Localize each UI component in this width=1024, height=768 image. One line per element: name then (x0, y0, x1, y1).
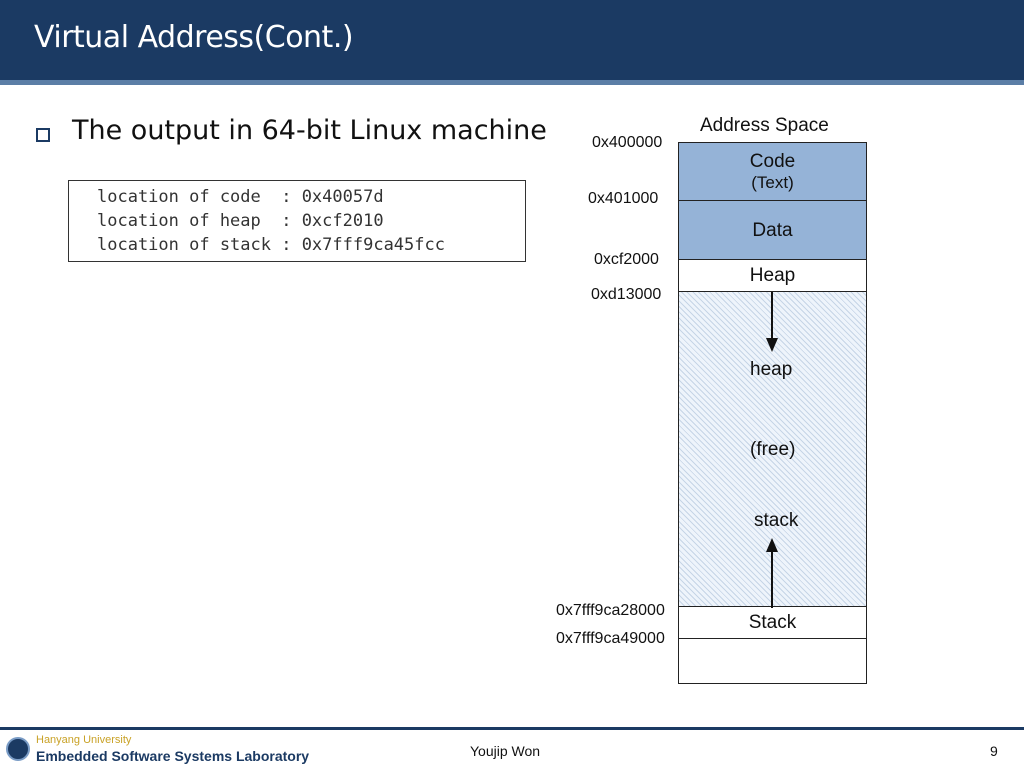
data-segment: Data (678, 200, 867, 261)
code-line: location of code : 0x40057d (97, 187, 384, 207)
stack-growth-label: stack (754, 510, 799, 531)
heap-down-arrow-icon (766, 292, 778, 352)
code-output-box: location of code : 0x40057d location of … (68, 180, 526, 262)
stack-up-arrow-icon (766, 538, 778, 608)
footer-divider (0, 727, 1024, 730)
address-space-title: Address Space (700, 115, 829, 136)
heap-segment: Heap (678, 259, 867, 293)
footer-university: Hanyang University (36, 734, 132, 746)
bullet-text: The output in 64-bit Linux machine (72, 115, 547, 146)
bottom-segment (678, 638, 867, 684)
page-number: 9 (990, 743, 998, 759)
university-logo-icon (6, 737, 30, 761)
title-divider (0, 80, 1024, 85)
stack-segment: Stack (678, 606, 867, 640)
bullet-square-icon (36, 128, 50, 142)
address-label: 0x401000 (588, 190, 659, 207)
code-segment-sublabel: (Text) (751, 173, 794, 192)
stack-segment-label: Stack (748, 612, 797, 633)
code-segment-label: Code (749, 151, 796, 172)
footer-lab: Embedded Software Systems Laboratory (36, 748, 310, 764)
address-label: 0xd13000 (591, 286, 662, 303)
address-label: 0xcf2000 (594, 251, 659, 268)
code-segment: Code (Text) (678, 142, 867, 202)
free-label: (free) (750, 439, 796, 460)
footer-author: Youjip Won (470, 743, 541, 759)
data-segment-label: Data (752, 219, 793, 241)
slide-title: Virtual Address(Cont.) (34, 20, 354, 55)
growth-arrows (766, 292, 778, 608)
code-line: location of heap : 0xcf2010 (97, 211, 384, 231)
address-label: 0x7fff9ca28000 (556, 602, 665, 619)
title-bar (0, 0, 1024, 80)
code-line: location of stack : 0x7fff9ca45fcc (97, 235, 445, 255)
heap-growth-label: heap (750, 359, 793, 380)
heap-segment-label: Heap (749, 265, 796, 286)
address-label: 0x400000 (592, 134, 663, 151)
address-label: 0x7fff9ca49000 (556, 630, 665, 647)
